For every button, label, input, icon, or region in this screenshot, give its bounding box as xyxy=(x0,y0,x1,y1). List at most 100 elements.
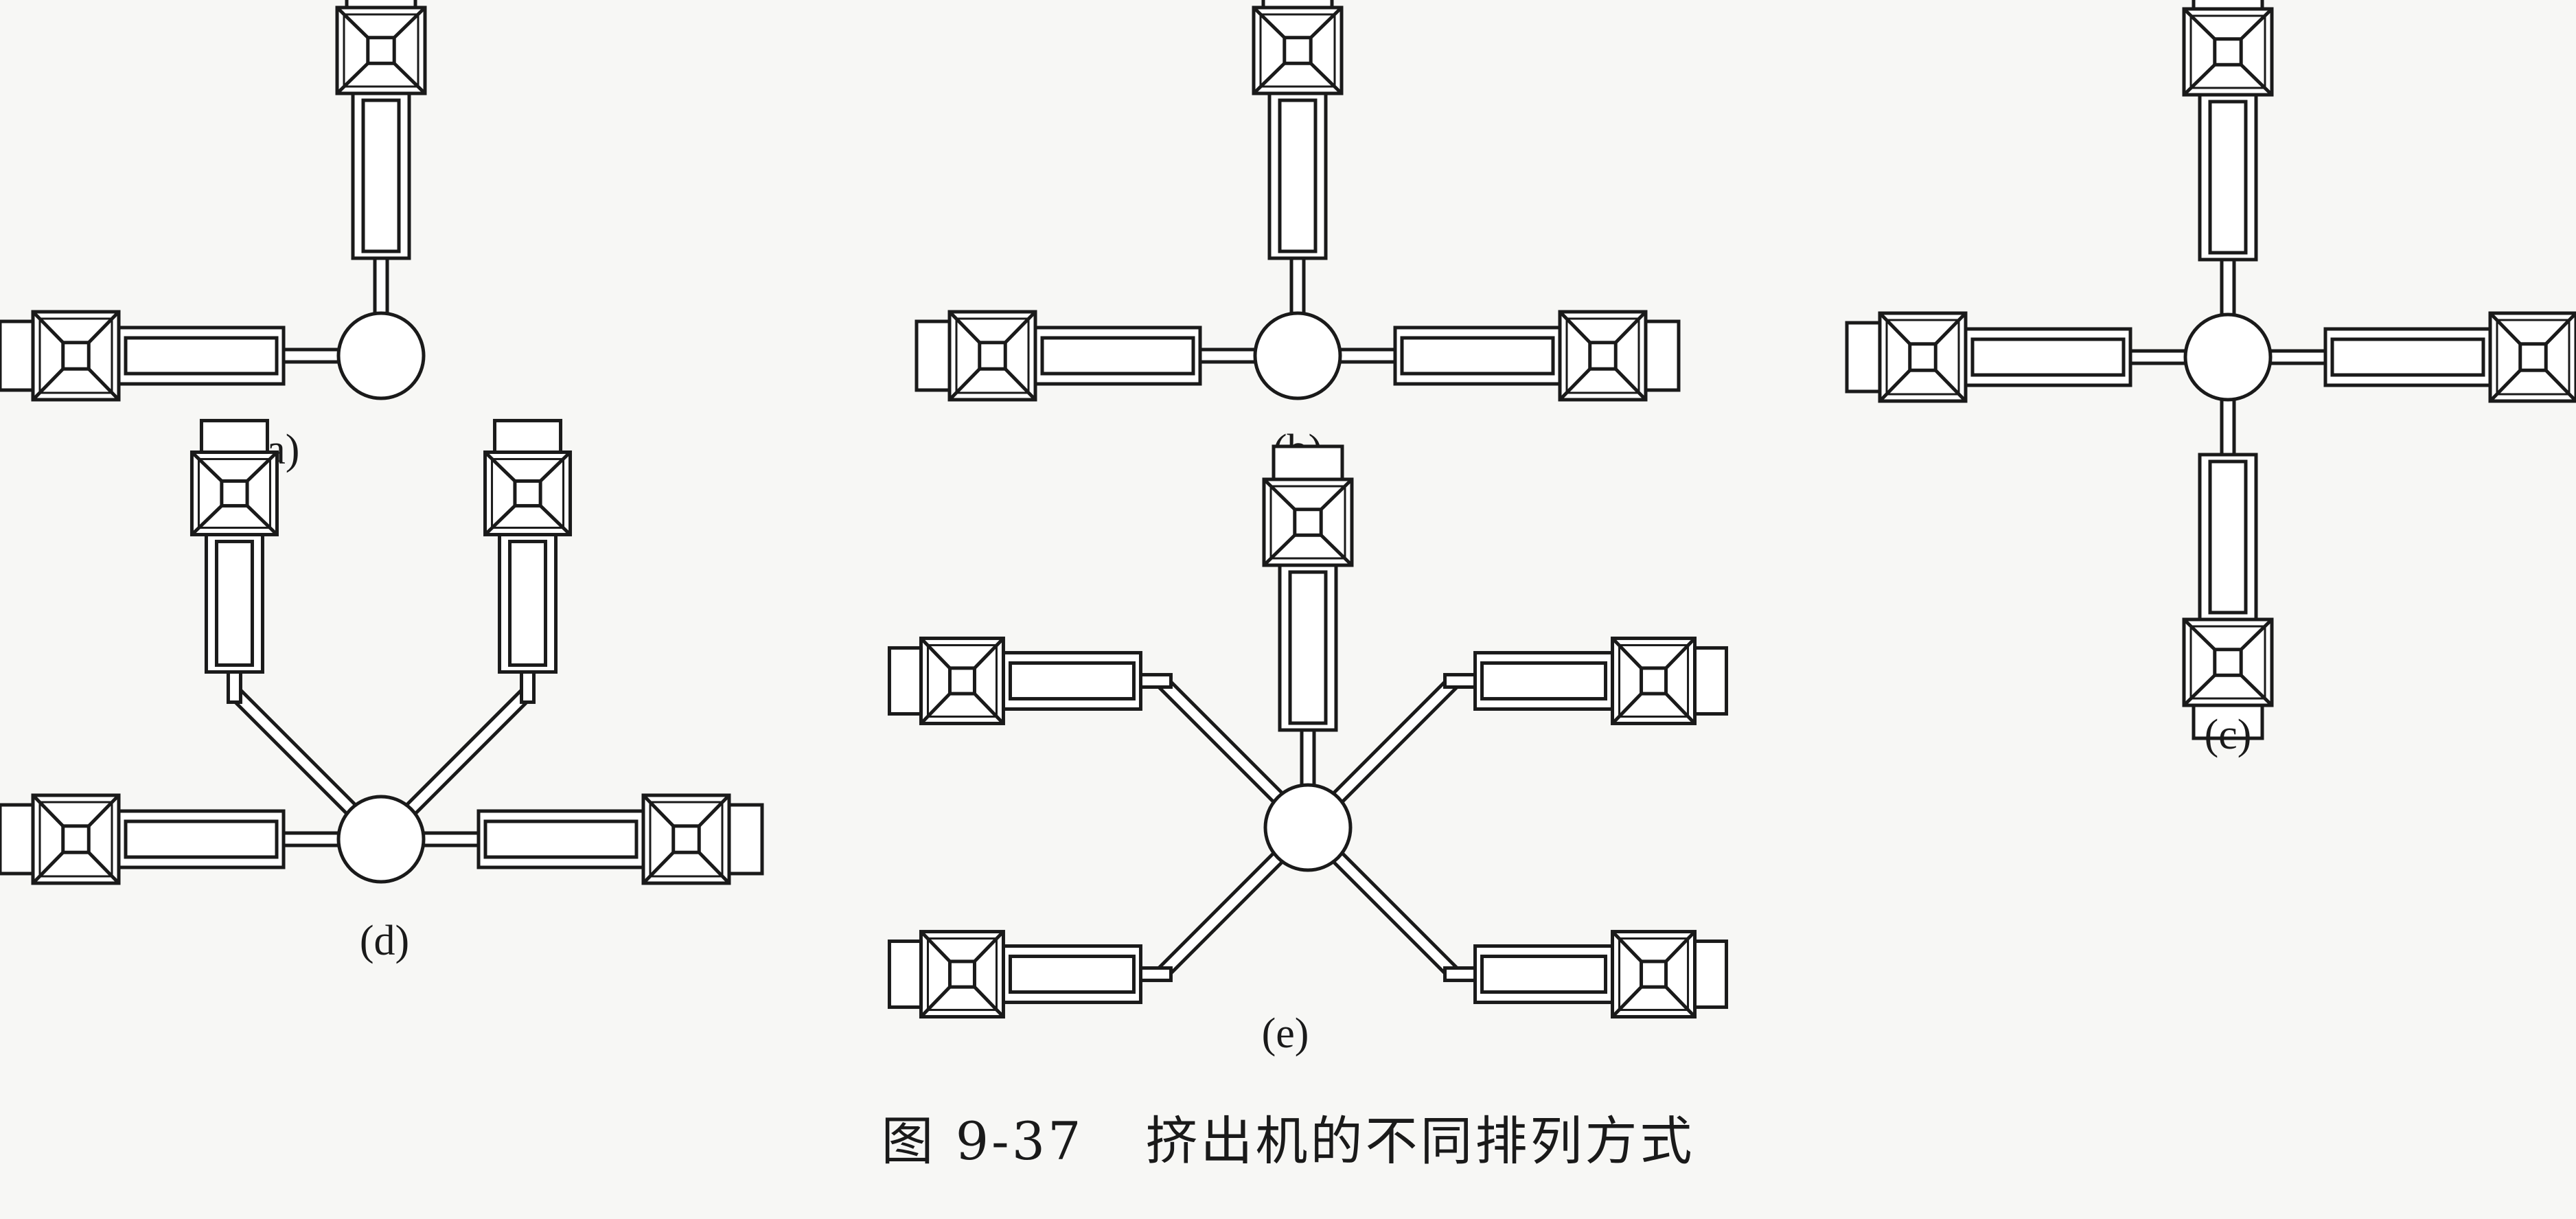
extruder-unit xyxy=(915,310,1258,402)
connecting-pipe xyxy=(281,831,342,847)
motor-cap xyxy=(1272,444,1344,481)
motor-cap xyxy=(887,646,923,716)
barrel-inner xyxy=(1480,955,1608,994)
motor-cap xyxy=(1845,321,1882,394)
panel-label-e: (e) xyxy=(1262,1010,1309,1057)
barrel-inner xyxy=(1008,661,1136,700)
gearbox xyxy=(2182,7,2274,97)
gearbox xyxy=(31,310,121,402)
caption-text: 挤出机的不同排列方式 xyxy=(1145,1110,1695,1172)
gearbox xyxy=(2182,617,2274,707)
extruder-barrel xyxy=(204,532,264,674)
barrel-inner xyxy=(483,819,639,859)
extruder-unit xyxy=(2182,396,2274,740)
gearbox xyxy=(919,930,1005,1019)
extruder-barrel xyxy=(1393,326,1562,386)
panel-b: (b) xyxy=(915,0,1681,473)
barrel-inner xyxy=(1480,661,1608,700)
extruder-unit xyxy=(1337,310,1681,402)
extruder-barrel xyxy=(476,809,645,869)
extruder-barrel xyxy=(1001,944,1142,1005)
die-head-hub xyxy=(2183,312,2273,402)
connecting-pipe xyxy=(2128,349,2189,365)
gearbox xyxy=(947,310,1037,402)
extruder-unit xyxy=(2267,311,2576,403)
angled-pipe xyxy=(1153,850,1286,982)
connecting-pipe xyxy=(1337,348,1397,364)
extruder-unit xyxy=(1330,850,1729,1019)
motor-cap xyxy=(1693,646,1729,716)
panel-a: (a) xyxy=(0,0,427,473)
barrel-inner xyxy=(1288,570,1328,725)
barrel-inner xyxy=(1040,336,1195,376)
gearbox xyxy=(1611,930,1697,1019)
gearbox xyxy=(483,450,573,536)
gearbox xyxy=(31,793,121,885)
extruder-barrel xyxy=(117,326,286,386)
extruder-barrel xyxy=(2323,327,2492,387)
motor-cap xyxy=(0,803,35,876)
die-head-hub xyxy=(1253,311,1342,400)
barrel-inner xyxy=(361,98,401,253)
panel-d: (d) xyxy=(0,418,764,964)
barrel-inner xyxy=(2208,459,2248,615)
panel-e: (e) xyxy=(887,444,1729,1057)
angled-pipe xyxy=(227,685,359,817)
gearbox xyxy=(335,5,427,95)
motor-cap xyxy=(493,418,563,454)
motor-cap xyxy=(1644,319,1681,392)
extruder-barrel xyxy=(2198,453,2258,622)
barrel-inner xyxy=(2330,337,2485,377)
gearbox xyxy=(1611,636,1697,725)
extruder-barrel xyxy=(1964,327,2132,387)
extruder-unit xyxy=(0,793,342,885)
motor-cap xyxy=(915,319,952,392)
die-head-hub xyxy=(336,311,426,400)
extruder-unit xyxy=(1252,0,1344,317)
gearbox xyxy=(1878,311,1968,403)
extruder-barrel xyxy=(117,809,286,869)
extruder-unit xyxy=(1330,636,1729,806)
barrel-inner xyxy=(2208,100,2248,255)
extruder-barrel xyxy=(1267,91,1328,260)
extruder-unit xyxy=(887,850,1286,1019)
angled-pipe xyxy=(1153,673,1286,806)
extruder-barrel xyxy=(498,532,558,674)
extruder-barrel xyxy=(351,91,411,260)
barrel-inner xyxy=(214,539,254,667)
barrel-inner xyxy=(124,819,279,859)
barrel-inner xyxy=(508,539,548,667)
angled-pipe xyxy=(1330,850,1462,982)
gearbox xyxy=(1252,5,1344,95)
extruder-unit xyxy=(189,418,359,817)
extruder-barrel xyxy=(1278,563,1338,732)
panel-label-d: (d) xyxy=(360,918,409,964)
gearbox xyxy=(919,636,1005,725)
motor-cap xyxy=(727,803,764,876)
motor-cap xyxy=(2192,703,2264,740)
barrel-inner xyxy=(1400,336,1555,376)
motor-cap xyxy=(345,0,417,10)
connecting-pipe xyxy=(2220,258,2236,318)
motor-cap xyxy=(887,939,923,1010)
motor-cap xyxy=(1693,939,1729,1010)
panel-label-c: (c) xyxy=(2205,711,2252,758)
gearbox xyxy=(2488,311,2576,403)
extruder-barrel xyxy=(1473,650,1615,711)
extruder-unit xyxy=(1262,444,1354,788)
connecting-pipe xyxy=(2220,396,2236,457)
connecting-pipe xyxy=(1198,348,1258,364)
gearbox xyxy=(641,793,731,885)
barrel-inner xyxy=(1278,98,1318,253)
extruder-barrel xyxy=(1473,944,1615,1005)
motor-cap xyxy=(2192,0,2264,11)
motor-cap xyxy=(199,418,269,454)
connecting-pipe xyxy=(281,348,342,364)
connecting-pipe xyxy=(2267,349,2327,365)
die-head-hub xyxy=(1263,783,1353,872)
connecting-pipe xyxy=(420,831,481,847)
extruder-unit xyxy=(1845,311,2189,403)
